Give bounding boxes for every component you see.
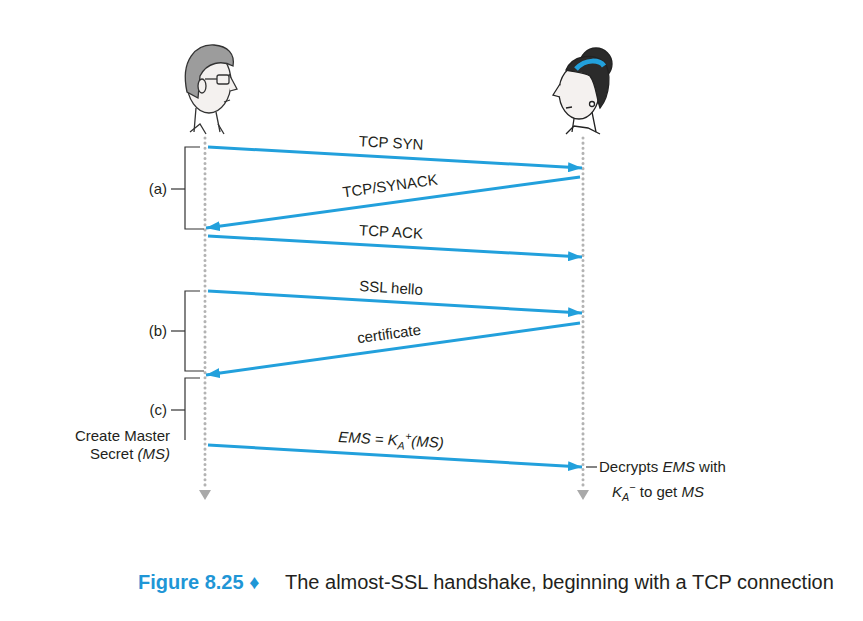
label-line: EMS = KA+(MS) [337,423,444,457]
label-line: TCP SYN [358,132,424,154]
arrow-label: EMS = K [338,428,398,448]
label-line: SSL hello [359,277,424,299]
note-text: A [622,491,629,503]
arrow-label: (MS) [411,432,444,451]
lifelines [205,138,583,488]
label-line: DecryptsEMSwith [599,458,726,476]
arrow-label: TCP SYN [358,132,424,153]
phase-label: (c) [150,401,168,418]
label-line: Figure 8.25 ♦ [138,569,259,596]
figure-caption: The almost-SSL handshake, beginning with… [285,569,840,596]
note-text: EMS [662,458,695,475]
message-arrows [206,147,582,467]
label-line: certificate [356,321,422,348]
arrow-label: TCP/SYNACK [341,171,438,201]
note-text: − [629,481,635,493]
label-line: (b) [149,322,167,340]
phase-label: (a) [149,180,167,197]
bob-figure [553,48,612,134]
phase-brackets [171,147,597,467]
label-line: (c) [150,401,168,419]
figure-number: Figure 8.25 ♦ [138,571,259,593]
phase-label: (b) [149,322,167,339]
arrow-label: A [397,439,405,451]
arrow-label: certificate [356,321,422,347]
alice-figure [185,45,237,134]
note-text: K [612,483,622,500]
note-text: (MS) [138,445,171,462]
label-line: Create Master Secret(MS) [40,427,170,463]
arrow-label: SSL hello [359,277,424,298]
lifeline-ends [199,490,589,500]
label-line: (a) [149,180,167,198]
label-line: KA−to getMS [612,478,704,506]
note-text: MS [681,483,704,500]
note-text: Decrypts [599,458,658,475]
label-line: TCP/SYNACK [341,171,438,202]
label-line: TCP ACK [359,221,424,243]
note-text: to get [640,483,678,500]
note-text: with [699,458,726,475]
arrow-label: TCP ACK [359,221,424,242]
